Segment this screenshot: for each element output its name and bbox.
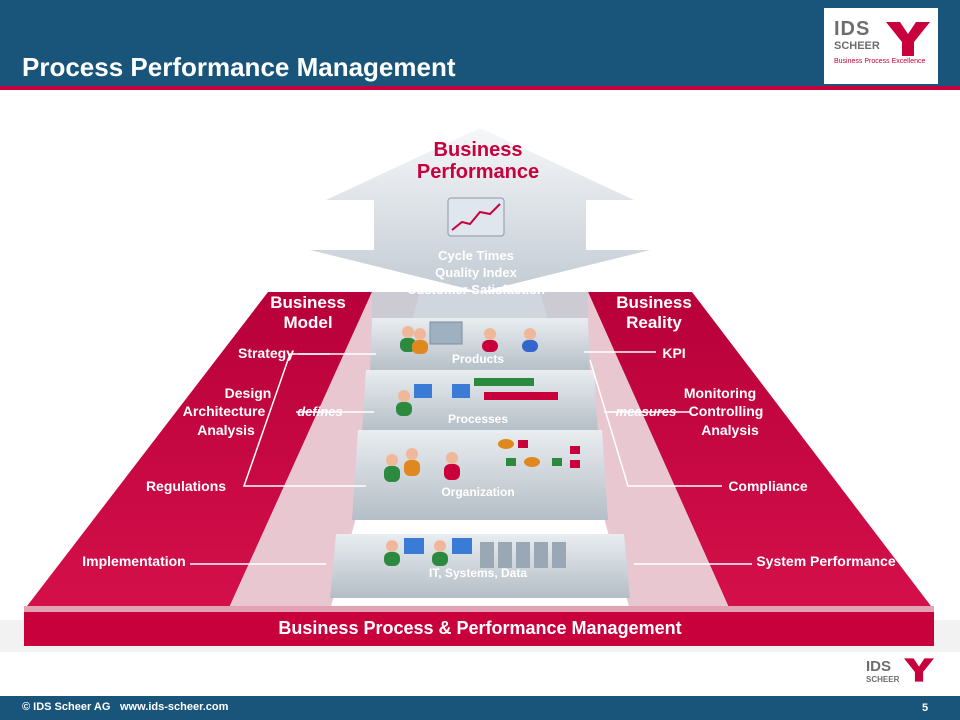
logo-y-icon xyxy=(886,22,930,56)
right-title-1: Business xyxy=(616,293,692,312)
header-bar xyxy=(0,0,960,88)
left-red-side xyxy=(24,292,372,610)
organization-icons xyxy=(384,439,580,482)
design-label-1: Design xyxy=(225,385,272,401)
left-title-1: Business xyxy=(270,293,346,312)
monitoring-label-3: Analysis xyxy=(701,422,759,438)
top-arrow-label-1: Business xyxy=(434,139,523,161)
layer-products-label: Products xyxy=(452,352,504,366)
design-label-2: Architecture xyxy=(183,403,266,419)
metric-2: Quality Index xyxy=(435,265,517,280)
right-arrows xyxy=(584,351,752,565)
compliance-label: Compliance xyxy=(728,478,808,494)
design-label-3: Analysis xyxy=(197,422,255,438)
regulations-label: Regulations xyxy=(146,478,226,494)
processes-icons xyxy=(396,378,558,416)
footer-bar: © IDS Scheer AG www.ids-scheer.com 5 xyxy=(0,696,960,720)
logo-scheer-text: SCHEER xyxy=(834,40,880,52)
products-icons xyxy=(400,321,538,354)
footer-logo-ids: IDS xyxy=(866,658,892,675)
defines-label: defines xyxy=(297,404,343,419)
logo-ids-text: IDS xyxy=(834,18,871,40)
metric-1: Cycle Times xyxy=(438,248,514,263)
layer-it-label: IT, Systems, Data xyxy=(429,566,527,580)
layer-processes-label: Processes xyxy=(448,412,508,426)
right-title-2: Reality xyxy=(626,313,682,332)
base-label: Business Process & Performance Managemen… xyxy=(278,618,681,638)
monitoring-label-1: Monitoring xyxy=(684,385,756,401)
right-red-side xyxy=(588,292,934,610)
base-band-top xyxy=(24,606,934,612)
left-title-2: Model xyxy=(283,313,332,332)
left-arrows xyxy=(190,353,376,565)
monitoring-label-2: Controlling xyxy=(689,403,764,419)
footer-logo-scheer: SCHEER xyxy=(866,675,900,684)
kpi-label: KPI xyxy=(662,345,685,361)
pyramid-diagram: Business Performance Cycle Times Quality… xyxy=(0,128,960,652)
page-title: Process Performance Management xyxy=(22,52,456,82)
measures-label: measures xyxy=(616,404,677,419)
company-logo: IDS SCHEER Business Process Excellence xyxy=(824,8,938,84)
copyright-text: © IDS Scheer AG xyxy=(22,701,111,713)
it-icons xyxy=(384,538,566,568)
arrow-body xyxy=(372,292,588,320)
logo-tagline: Business Process Excellence xyxy=(834,58,926,65)
website-link[interactable]: www.ids-scheer.com xyxy=(120,701,229,713)
footer-logo-y-icon xyxy=(904,658,934,682)
chart-icon xyxy=(447,197,505,237)
base-band xyxy=(24,610,934,646)
header-divider xyxy=(0,86,960,90)
implementation-label: Implementation xyxy=(82,553,185,569)
footer-logo: IDS SCHEER xyxy=(862,656,940,688)
metric-3: Customer Satisfaction xyxy=(407,282,545,297)
system-performance-label: System Performance xyxy=(756,553,896,569)
layer-organization-label: Organization xyxy=(441,485,514,499)
top-arrow-label-2: Performance xyxy=(417,161,539,183)
page-number: 5 xyxy=(922,702,929,714)
strategy-label: Strategy xyxy=(238,345,294,361)
